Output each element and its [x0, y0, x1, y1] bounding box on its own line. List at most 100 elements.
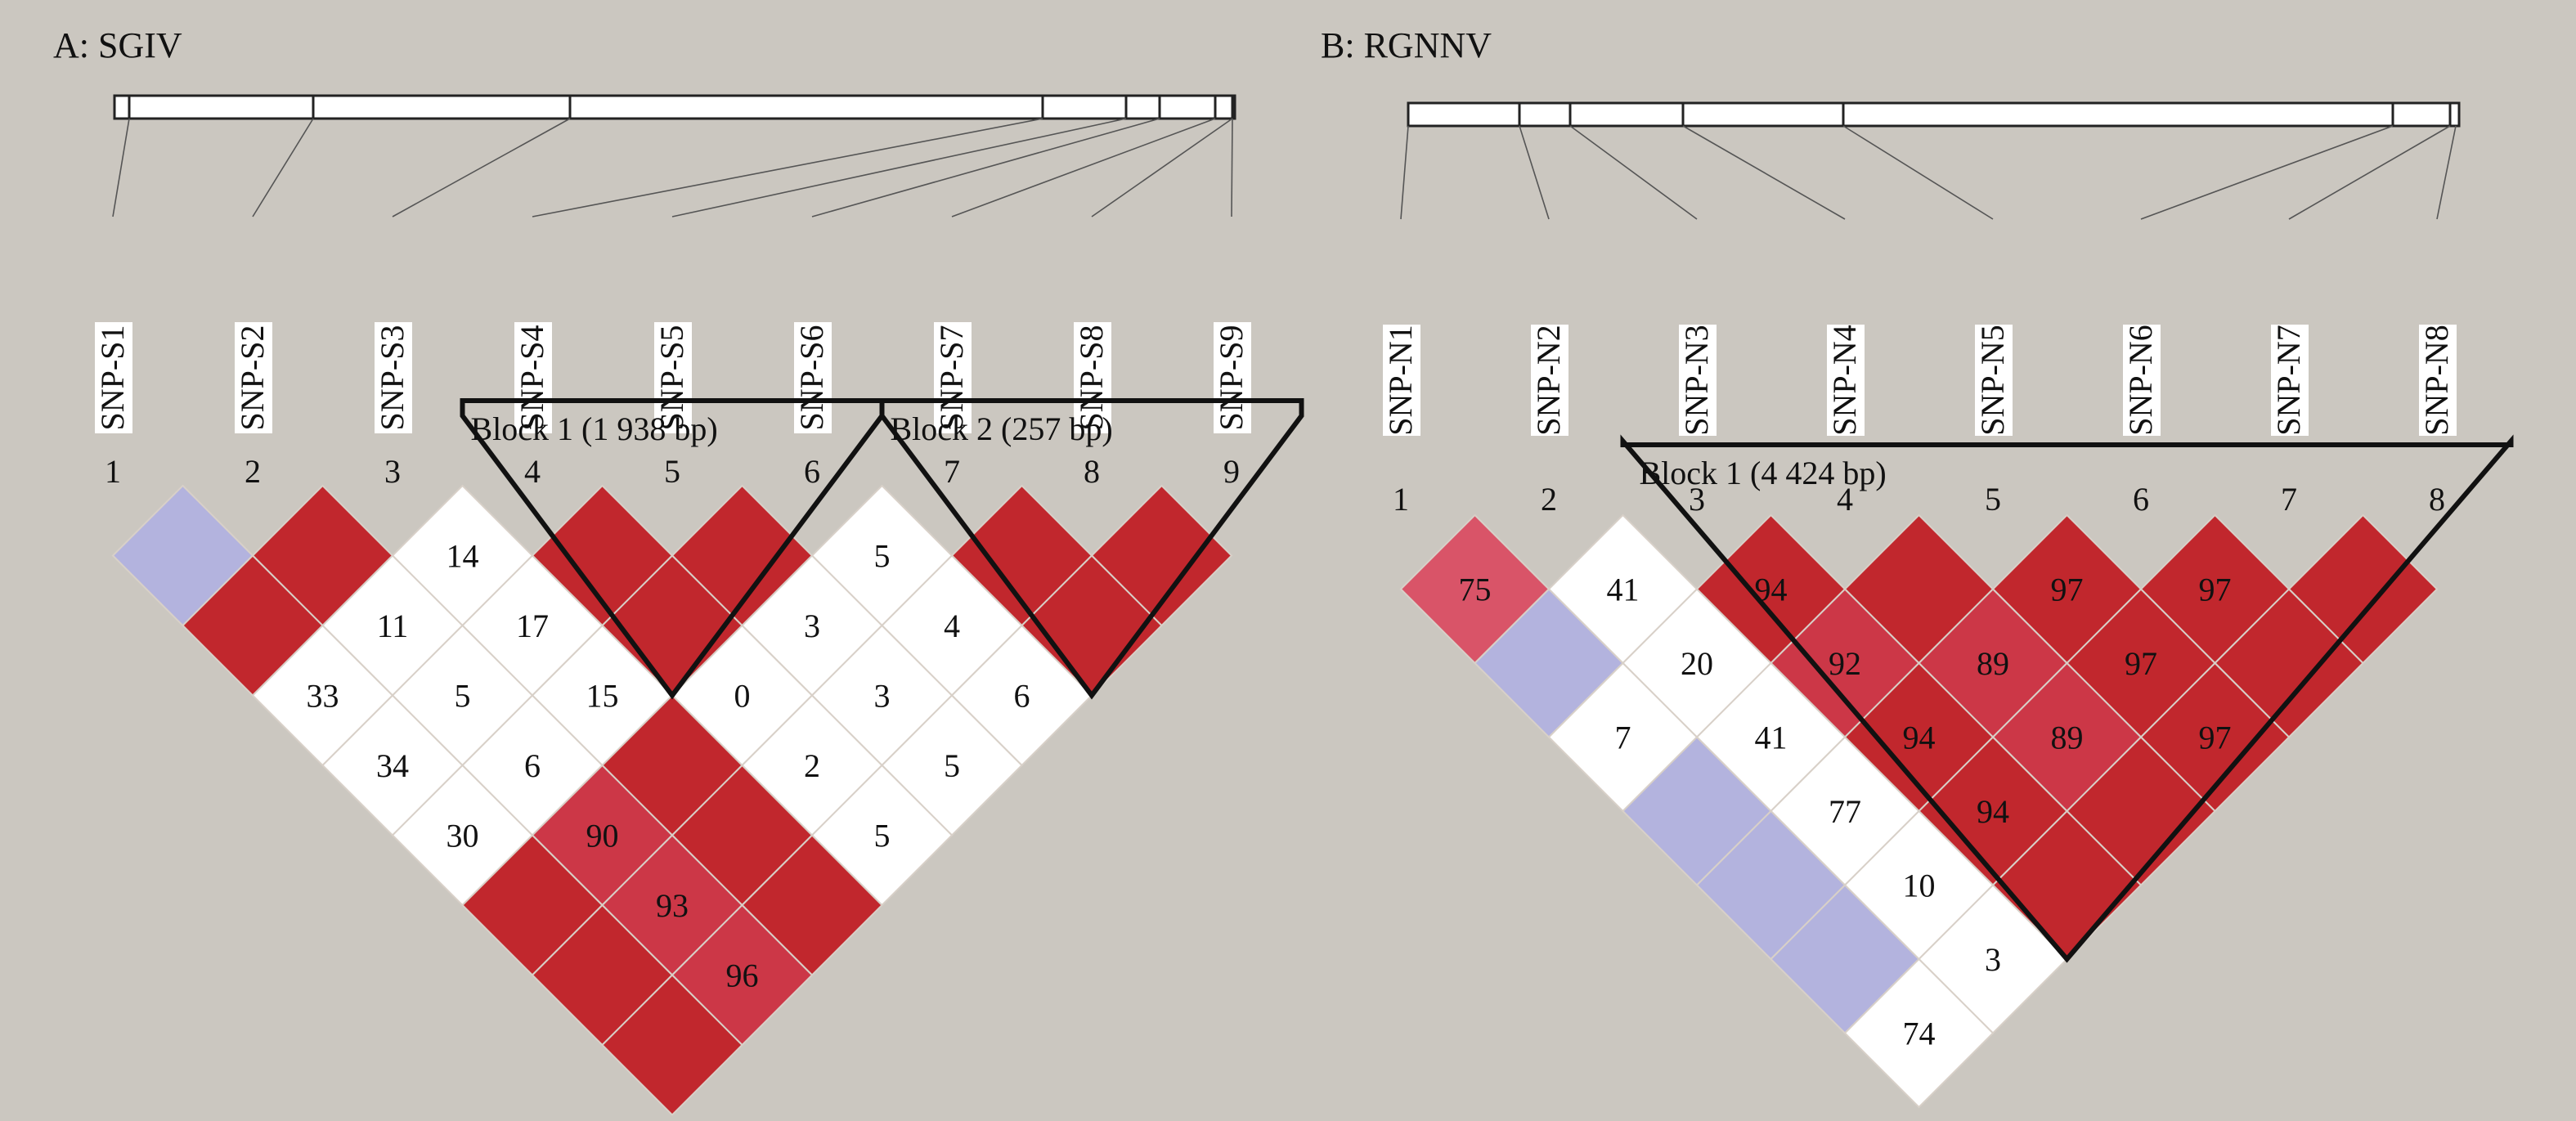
- ld-value-2-3: 41: [1607, 572, 1640, 608]
- snp-index-4: 4: [1837, 481, 1853, 518]
- ld-value-2-7: 90: [586, 818, 619, 854]
- snp-label-box: [235, 322, 272, 433]
- snp-connector-line: [1682, 125, 1846, 220]
- snp-connector-line: [1842, 125, 1994, 220]
- snp-index-5: 5: [664, 453, 680, 490]
- ld-value-3-7: 94: [1977, 793, 2009, 830]
- snp-connector-line: [1400, 125, 1409, 220]
- ld-value-5-9: 5: [944, 747, 960, 784]
- ld-value-1-2: 75: [1459, 572, 1492, 608]
- snp-label-text: SNP-N6: [2122, 325, 2159, 436]
- ld-value-2-7: 10: [1903, 868, 1936, 904]
- ld-cell-1-9: [601, 974, 743, 1116]
- snp-label-box: [1531, 325, 1568, 436]
- snp-label-text: SNP-S3: [374, 325, 411, 431]
- snp-label-5: SNP-N5: [1974, 325, 2013, 436]
- ld-value-2-9: 96: [726, 957, 759, 994]
- snp-label-box: [375, 322, 412, 433]
- snp-connector-line: [1569, 125, 1698, 220]
- haplotype-block-2: [879, 398, 1304, 700]
- ld-value-3-6: 15: [586, 678, 619, 715]
- snp-label-box: [1383, 325, 1420, 436]
- snp-connector-line: [2436, 125, 2457, 220]
- snp-label-8: SNP-S8: [1073, 322, 1111, 433]
- snp-connector-line: [112, 118, 130, 217]
- ld-value-1-6: 30: [447, 818, 479, 854]
- snp-label-text: SNP-N8: [2418, 325, 2455, 436]
- snp-connector-line: [811, 118, 1160, 217]
- snp-index-7: 7: [2281, 481, 2297, 518]
- ld-value-3-5: 92: [1829, 645, 1861, 682]
- snp-connector-line: [532, 118, 1043, 217]
- snp-label-box: [1214, 322, 1251, 433]
- snp-label-2: SNP-S2: [234, 322, 272, 433]
- snp-label-box: [95, 322, 132, 433]
- snp-connector-line: [1091, 118, 1233, 217]
- physical-map-bar: [1407, 101, 2461, 128]
- snp-index-8: 8: [1084, 453, 1100, 490]
- haplotype-blocks: Block 1 (4 424 bp): [1620, 434, 2514, 963]
- snp-label-7: SNP-S7: [933, 322, 972, 433]
- snp-label-text: SNP-S1: [94, 325, 131, 431]
- snp-label-text: SNP-N7: [2270, 325, 2307, 436]
- ld-value-1-4: 7: [1615, 720, 1631, 756]
- snp-label-text: SNP-S5: [653, 325, 690, 431]
- snp-label-box: [1679, 325, 1717, 436]
- ld-value-6-7: 97: [2199, 572, 2232, 608]
- ld-value-2-8: 3: [1985, 941, 2001, 978]
- snp-index-1: 1: [1393, 481, 1409, 518]
- ld-value-2-5: 41: [1755, 720, 1788, 756]
- snp-label-box: [1074, 322, 1111, 433]
- ld-value-1-4: 33: [307, 678, 339, 715]
- ld-value-6-7: 5: [874, 538, 891, 575]
- snp-index-9: 9: [1223, 453, 1240, 490]
- snp-label-3: SNP-N3: [1678, 325, 1717, 436]
- snp-label-box: [654, 322, 692, 433]
- ld-value-4-9: 5: [874, 818, 891, 854]
- haplotype-block-1: [460, 398, 885, 700]
- snp-label-box: [2271, 325, 2309, 436]
- snp-index-3: 3: [384, 453, 401, 490]
- snp-label-box: [1827, 325, 1865, 436]
- snp-label-text: SNP-N4: [1826, 325, 1863, 436]
- snp-connector-line: [951, 118, 1216, 217]
- ld-value-2-8: 93: [656, 887, 689, 924]
- ld-value-2-5: 5: [455, 678, 471, 715]
- snp-label-9: SNP-S9: [1213, 322, 1251, 433]
- haplotype-block-1: [1620, 434, 2514, 963]
- snp-index-7: 7: [944, 453, 960, 490]
- snp-label-3: SNP-S3: [374, 322, 412, 433]
- haplotype-block-label-2: Block 2 (257 bp): [891, 410, 1113, 447]
- snp-label-box: [1975, 325, 2013, 436]
- ld-value-4-6: 89: [1977, 645, 2009, 682]
- snp-label-4: SNP-S4: [514, 322, 552, 433]
- snp-index-8: 8: [2429, 481, 2445, 518]
- snp-connector-line: [1519, 125, 1550, 220]
- ld-value-2-6: 77: [1829, 793, 1861, 830]
- snp-index-3: 3: [1689, 481, 1705, 518]
- haplotype-blocks: Block 1 (1 938 bp)Block 2 (257 bp): [460, 398, 1304, 700]
- snp-label-6: SNP-N6: [2122, 325, 2161, 436]
- ld-value-2-6: 6: [524, 747, 541, 784]
- ld-value-5-8: 97: [2199, 720, 2232, 756]
- snp-label-4: SNP-N4: [1826, 325, 1865, 436]
- snp-index-1: 1: [105, 453, 121, 490]
- snp-label-text: SNP-S7: [933, 325, 970, 431]
- snp-label-1: SNP-N1: [1382, 325, 1420, 436]
- snp-label-text: SNP-S2: [234, 325, 271, 431]
- panel-b-title: B: RGNNV: [1321, 25, 1492, 65]
- ld-value-6-8: 4: [944, 608, 960, 644]
- snp-index-5: 5: [1985, 481, 2001, 518]
- ld-value-6-9: 6: [1014, 678, 1030, 715]
- snp-label-text: SNP-N1: [1382, 325, 1419, 436]
- snp-connector-line: [671, 118, 1127, 217]
- snp-label-text: SNP-S8: [1073, 325, 1110, 431]
- ld-value-5-6: 97: [2051, 572, 2084, 608]
- ld-value-4-7: 89: [2051, 720, 2084, 756]
- ld-value-1-8: 74: [1903, 1016, 1936, 1052]
